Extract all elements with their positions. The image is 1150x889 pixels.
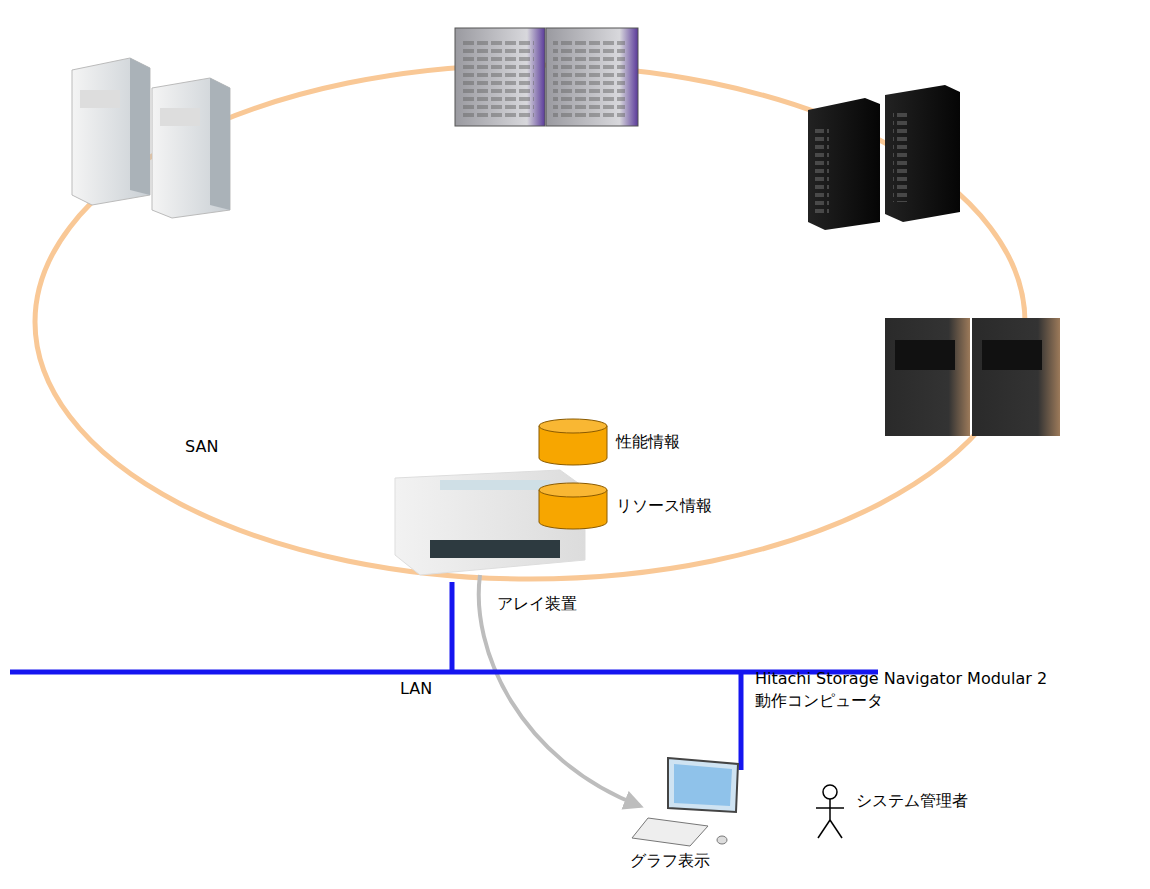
text-label: システム管理者 xyxy=(856,790,968,812)
cylinder-label: 性能情報 xyxy=(616,432,680,453)
lan-wire xyxy=(10,582,878,770)
text-label: Hitachi Storage Navigator Modular 2 動作コン… xyxy=(755,668,1055,713)
server-rack-purple xyxy=(455,28,638,126)
cylinder-shape xyxy=(538,418,608,466)
computer-icon xyxy=(632,758,738,846)
storage-cylinder: リソース情報 xyxy=(538,482,608,530)
text-label: グラフ表示 xyxy=(630,850,710,872)
text-label: LAN xyxy=(400,678,432,700)
server-rack-brown xyxy=(885,318,1060,436)
server-black xyxy=(808,85,960,230)
cylinder-label: リソース情報 xyxy=(616,496,712,517)
san-ring xyxy=(35,65,1025,579)
server-white xyxy=(72,58,230,218)
text-label: アレイ装置 xyxy=(497,593,577,615)
administrator-figure xyxy=(816,785,844,838)
text-label: SAN xyxy=(185,436,218,458)
storage-cylinder: 性能情報 xyxy=(538,418,608,466)
cylinder-shape xyxy=(538,482,608,530)
data-flow-arrow xyxy=(479,575,640,806)
